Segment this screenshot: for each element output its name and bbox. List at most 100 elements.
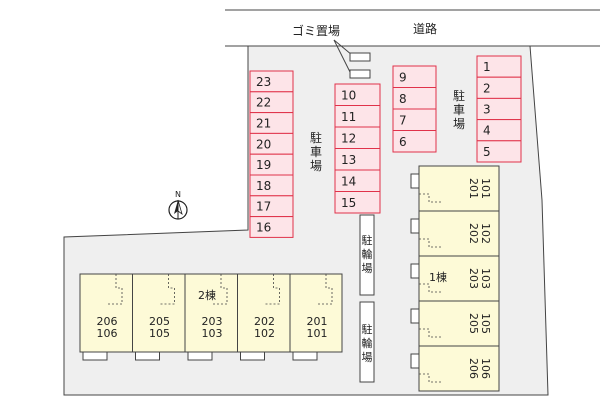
unit-lower-number: 103	[202, 327, 223, 340]
balcony	[410, 353, 420, 369]
svg-text:場: 場	[362, 351, 373, 364]
svg-text:車: 車	[310, 145, 322, 159]
unit-upper-number: 206	[467, 358, 480, 379]
parking-stall-number: 7	[399, 113, 407, 127]
stair-outline	[211, 274, 228, 305]
north-compass-icon: N	[168, 190, 188, 220]
stair-outline	[419, 328, 443, 338]
svg-text:輪: 輪	[362, 336, 373, 350]
parking-stall-number: 1	[483, 60, 491, 74]
parking-stall-number: 5	[483, 145, 491, 159]
unit-lower-number: 102	[254, 327, 275, 340]
parking-column-third: 9 8 7 6	[392, 65, 437, 153]
parking-stall-16	[249, 216, 294, 238]
stair-outline	[419, 283, 443, 293]
parking-stall-number: 3	[483, 103, 491, 117]
stair-outline	[263, 274, 280, 305]
unit-upper-number: 202	[467, 223, 480, 244]
parking-stall-number: 23	[256, 75, 271, 89]
unit-upper-number: 205	[149, 315, 170, 328]
svg-text:場: 場	[310, 159, 322, 173]
unit-lower-number: 102	[479, 223, 492, 244]
bicycle-parking-lower	[359, 301, 375, 383]
parking-stall-number: 20	[256, 137, 271, 151]
garbage-bin-2	[349, 69, 371, 79]
stair-outline	[419, 373, 443, 383]
balcony	[410, 173, 420, 189]
svg-text:場: 場	[362, 262, 373, 275]
north-label: N	[175, 190, 181, 199]
parking-stall-number: 8	[399, 92, 407, 106]
balcony	[135, 351, 160, 361]
parking-stall-number: 6	[399, 135, 407, 149]
unit-lower-number: 103	[479, 268, 492, 289]
parking-stall-number: 16	[256, 221, 271, 235]
unit-upper-number: 202	[254, 315, 275, 328]
svg-text:駐: 駐	[453, 88, 465, 103]
svg-text:駐: 駐	[362, 322, 373, 336]
stair-outline	[106, 274, 123, 305]
garbage-label: ゴミ置場	[292, 23, 340, 38]
parking-stall-15	[334, 191, 381, 214]
road-label: 道路	[413, 21, 437, 36]
parking-stall-number: 14	[341, 174, 356, 188]
parking-stall-number: 13	[341, 153, 356, 167]
bicycle-label-upper: 駐 輪 場	[362, 233, 373, 275]
parking-stall-number: 2	[483, 81, 491, 95]
parking-stall-number: 15	[341, 196, 356, 210]
garbage-leader-2	[333, 39, 351, 73]
parking-stall-number: 19	[256, 158, 271, 172]
stair-outline	[158, 274, 175, 305]
balcony	[410, 263, 420, 279]
unit-lower-number: 105	[149, 327, 170, 340]
parking-stall-number: 17	[256, 200, 271, 214]
bicycle-label-lower: 駐 輪 場	[362, 322, 373, 364]
parking-stall-number: 12	[341, 131, 356, 145]
balcony	[410, 308, 420, 324]
building-1-outline	[418, 165, 500, 392]
stair-outline	[316, 274, 333, 305]
building-2-label: 2棟	[198, 288, 216, 302]
unit-upper-number: 203	[467, 268, 480, 289]
unit-upper-number: 206	[97, 315, 118, 328]
parking-column-left: 23 22 21 20 19 18 17 16	[249, 70, 294, 238]
parking-stall-number: 11	[341, 110, 356, 124]
parking-stall-number: 10	[341, 88, 356, 102]
stair-outline	[419, 193, 443, 203]
bicycle-parking-upper	[359, 214, 375, 296]
parking-stall-number: 9	[399, 70, 407, 84]
unit-lower-number: 106	[479, 358, 492, 379]
svg-text:輪: 輪	[362, 247, 373, 261]
parking-stall-5	[476, 140, 522, 163]
balcony	[240, 351, 265, 361]
unit-lower-number: 101	[307, 327, 328, 340]
parking-column-middle: 10 11 12 13 14 15	[334, 83, 381, 214]
building-1-label: 1棟	[429, 270, 447, 284]
stair-outline	[419, 238, 443, 248]
svg-text:場: 場	[453, 117, 465, 131]
parking-column-right: 1 2 3 4 5	[476, 55, 522, 163]
parking-label-right: 駐 車 場	[453, 88, 465, 131]
unit-lower-number: 105	[479, 313, 492, 334]
balcony	[410, 218, 420, 234]
unit-lower-number: 106	[97, 327, 118, 340]
parking-stall-number: 21	[256, 117, 271, 131]
unit-lower-number: 101	[479, 178, 492, 199]
garbage-bin-1	[349, 52, 371, 62]
parking-label-center: 駐 車 場	[310, 130, 322, 173]
unit-upper-number: 201	[307, 315, 328, 328]
parking-stall-number: 4	[483, 124, 491, 138]
parking-stall-number: 22	[256, 96, 271, 110]
svg-text:車: 車	[453, 103, 465, 117]
parking-stall-number: 18	[256, 179, 271, 193]
balcony	[292, 351, 318, 361]
unit-upper-number: 203	[202, 315, 223, 328]
garbage-leader-1	[333, 39, 353, 56]
svg-text:駐: 駐	[362, 233, 373, 247]
